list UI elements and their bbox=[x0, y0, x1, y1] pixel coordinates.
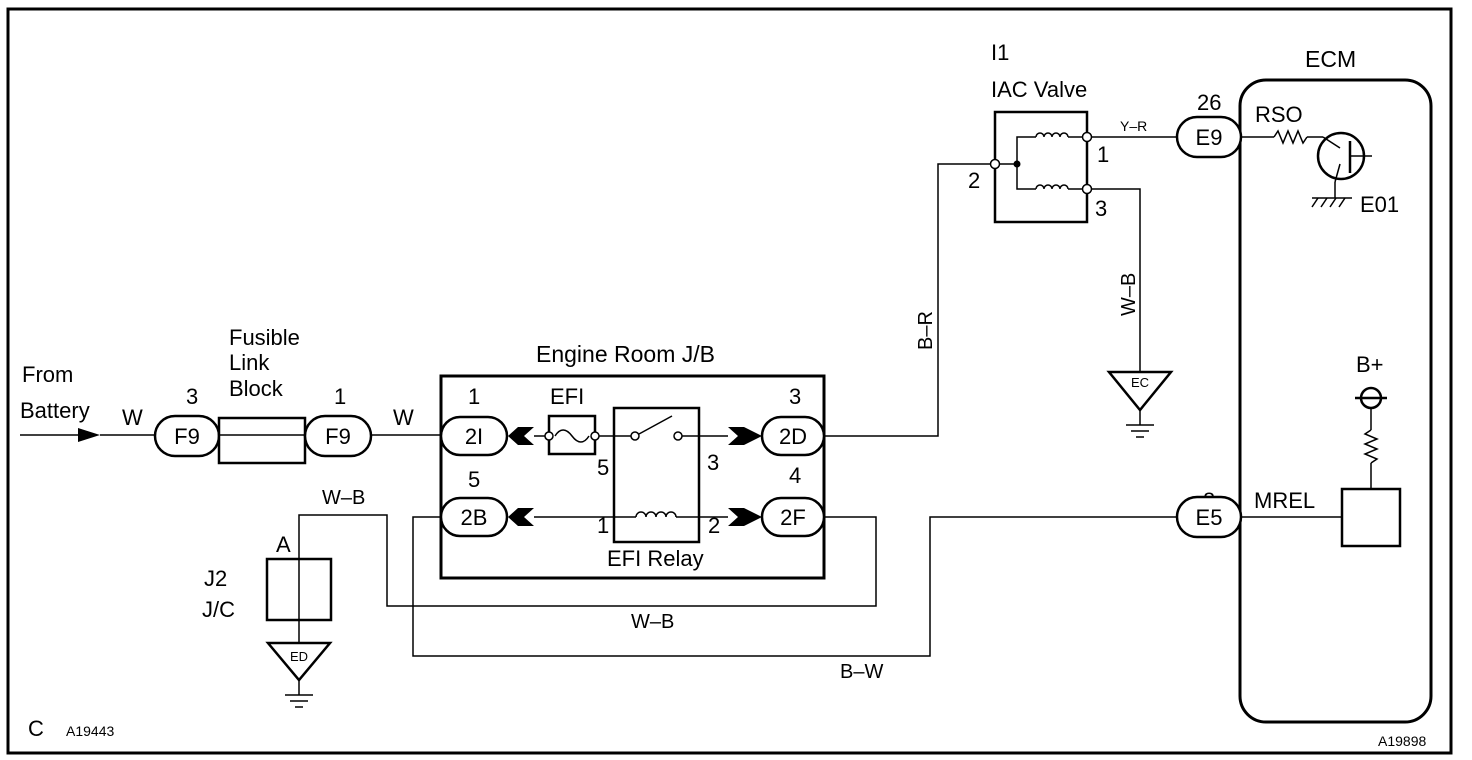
terminal-icon bbox=[630, 431, 640, 441]
relay-pin-3: 3 bbox=[707, 450, 719, 475]
wire-wb-loop bbox=[298, 514, 877, 607]
terminal-icon bbox=[1081, 183, 1093, 195]
relay-pin-1: 1 bbox=[597, 513, 609, 538]
efi-relay-box bbox=[612, 406, 701, 544]
wire-label-bw: B–W bbox=[840, 661, 883, 683]
ground-ec-label: EC bbox=[1131, 375, 1149, 390]
ecm-box bbox=[1238, 78, 1433, 724]
mrel-relay-box bbox=[1340, 487, 1402, 548]
wire-label-wb-loop: W–B bbox=[631, 611, 674, 633]
connector-2b-label: 2B bbox=[461, 505, 488, 530]
footer-code: C bbox=[28, 716, 44, 741]
chevron-right-icon bbox=[728, 508, 762, 526]
wire-bw bbox=[412, 516, 1178, 657]
efi-relay-label: EFI Relay bbox=[607, 546, 704, 571]
jb-title: Engine Room J/B bbox=[536, 341, 715, 367]
fusible-label-line1: Fusible bbox=[229, 325, 300, 350]
ecm-bplus-label: B+ bbox=[1356, 352, 1384, 377]
iac-box bbox=[993, 110, 1089, 224]
wire-label-br: B–R bbox=[915, 311, 937, 350]
iac-pin-1: 1 bbox=[1097, 142, 1109, 167]
jb-pin-2b: 5 bbox=[468, 467, 480, 492]
resistor-icon bbox=[1363, 429, 1379, 464]
footer-id-right: A19898 bbox=[1378, 733, 1426, 749]
wire-br bbox=[824, 163, 990, 437]
connector-f9-left-label: F9 bbox=[174, 424, 200, 449]
terminal-icon bbox=[989, 158, 1001, 170]
connector-2f-label: 2F bbox=[780, 505, 806, 530]
junction-connector-j2: A J2 J/C ED bbox=[202, 532, 333, 708]
fuse-symbol-icon bbox=[554, 429, 590, 443]
terminal-icon bbox=[544, 431, 554, 441]
fusible-link-body bbox=[217, 416, 307, 465]
ground-ed-label: ED bbox=[290, 649, 308, 664]
wire-label-wb-j2: W–B bbox=[322, 487, 365, 509]
connector-2i bbox=[439, 415, 509, 457]
relay-pin-2: 2 bbox=[708, 513, 720, 538]
chevron-right-icon bbox=[728, 427, 762, 445]
jb-pin-2d: 3 bbox=[789, 384, 801, 409]
fusible-label-line3: Block bbox=[229, 376, 284, 401]
jc-id: J2 bbox=[204, 566, 227, 591]
fusible-pin-left: 3 bbox=[186, 384, 198, 409]
terminal-icon bbox=[673, 431, 683, 441]
connector-f9-right bbox=[303, 414, 373, 458]
chevron-left-icon bbox=[508, 508, 534, 526]
ground-ec-icon bbox=[1106, 370, 1174, 412]
relay-coil-icon bbox=[635, 511, 677, 518]
fusible-label-line2: Link bbox=[229, 350, 270, 375]
relay-switch-icon bbox=[638, 415, 673, 435]
terminal-icon bbox=[590, 431, 600, 441]
ecm: ECM 26 E9 RSO E01 B+ MREL 8 bbox=[1175, 46, 1433, 724]
wire-wb-iac bbox=[1092, 188, 1141, 372]
engine-room-jb: Engine Room J/B 1 2I 5 2B EFI 5 3 1 bbox=[439, 341, 826, 580]
diagram-frame bbox=[6, 7, 1453, 755]
jc-name: J/C bbox=[202, 597, 235, 622]
jb-box bbox=[439, 374, 826, 580]
jb-pin-2i: 1 bbox=[468, 384, 480, 409]
ecm-title: ECM bbox=[1305, 46, 1356, 72]
ecm-pin-26: 26 bbox=[1197, 90, 1221, 115]
efi-fuse-label: EFI bbox=[550, 384, 584, 409]
iac-id: I1 bbox=[991, 40, 1009, 65]
iac-name: IAC Valve bbox=[991, 77, 1087, 102]
connector-e9-label: E9 bbox=[1196, 125, 1223, 150]
source-label-line1: From bbox=[22, 362, 73, 387]
footer-id-left: A19443 bbox=[66, 723, 114, 739]
chevron-left-icon bbox=[508, 427, 534, 445]
ecm-rso-label: RSO bbox=[1255, 102, 1303, 127]
ground-ec: EC bbox=[1106, 370, 1174, 438]
ecm-e01-label: E01 bbox=[1360, 192, 1399, 217]
connector-e5-label: E5 bbox=[1196, 505, 1223, 530]
iac-coil-upper-icon bbox=[1035, 132, 1069, 138]
battery-source: From Battery bbox=[20, 362, 100, 442]
connector-2d-label: 2D bbox=[779, 424, 807, 449]
iac-pin-2: 2 bbox=[968, 168, 980, 193]
connector-f9-right-label: F9 bbox=[325, 424, 351, 449]
wire-label-w2: W bbox=[393, 405, 414, 430]
fusible-link-block: Fusible Link Block 3 1 F9 F9 bbox=[153, 325, 373, 465]
ecm-mrel-label: MREL bbox=[1254, 488, 1315, 513]
battery-arrow-icon bbox=[78, 428, 100, 442]
resistor-icon bbox=[1273, 129, 1308, 145]
wire-label-wb-iac: W–B bbox=[1118, 273, 1140, 316]
jc-pin-a: A bbox=[276, 532, 291, 557]
connector-2i-label: 2I bbox=[465, 424, 483, 449]
terminal-icon bbox=[1081, 131, 1093, 143]
wire-label-w1: W bbox=[122, 405, 143, 430]
iac-coil-lower-icon bbox=[1035, 184, 1069, 190]
iac-valve: I1 IAC Valve 2 1 3 bbox=[968, 40, 1109, 224]
ground-ed-icon bbox=[265, 641, 333, 682]
source-label-line2: Battery bbox=[20, 398, 90, 423]
fusible-pin-right: 1 bbox=[334, 384, 346, 409]
wire-label-yr: Y–R bbox=[1120, 118, 1147, 134]
iac-pin-3: 3 bbox=[1095, 196, 1107, 221]
jb-pin-2f: 4 bbox=[789, 463, 801, 488]
connector-e5 bbox=[1175, 495, 1243, 539]
relay-pin-5: 5 bbox=[597, 455, 609, 480]
